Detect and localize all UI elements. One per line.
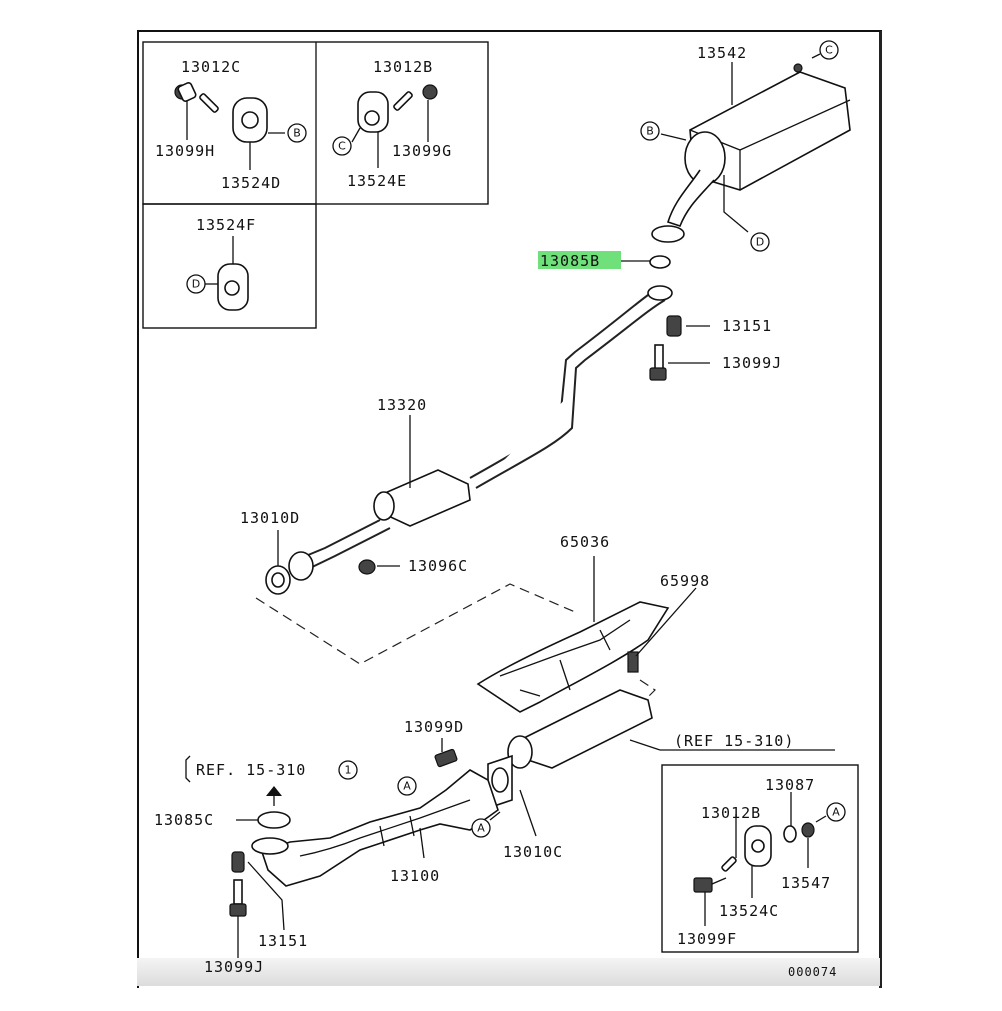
gasket-13085B <box>620 255 671 269</box>
ref-right: (REF 15-310) <box>674 732 794 750</box>
callout-A-box: A <box>826 802 846 822</box>
spring-bolt-13151-13099J-top <box>649 315 710 381</box>
label-13524E: 13524E <box>347 172 407 190</box>
label-13099J-bottom: 13099J <box>204 958 264 976</box>
svg-text:A: A <box>403 780 411 793</box>
ref-left-box: 1 <box>185 755 358 806</box>
label-13151-bottom: 13151 <box>258 932 308 950</box>
ref-left: REF. 15-310 <box>196 761 306 779</box>
callout-A-front-pipe-top: A <box>397 776 417 796</box>
label-13099G: 13099G <box>392 142 452 160</box>
label-13099H: 13099H <box>155 142 215 160</box>
label-13320: 13320 <box>377 396 427 414</box>
label-13087: 13087 <box>765 776 815 794</box>
hanger-13524E-drawing <box>351 84 438 168</box>
callout-D-muffler: D <box>750 232 770 252</box>
label-13012B-box: 13012B <box>701 804 761 822</box>
label-13096C: 13096C <box>408 557 468 575</box>
bolt-13099D <box>434 738 458 768</box>
svg-text:B: B <box>646 125 654 138</box>
main-muffler-13542 <box>651 62 851 243</box>
hanger-13524C-drawing <box>693 792 827 926</box>
label-65036: 65036 <box>560 533 610 551</box>
callout-B-muffler: B <box>640 121 660 141</box>
label-13151-top: 13151 <box>722 317 772 335</box>
label-65998: 65998 <box>660 572 710 590</box>
clip-65998 <box>627 587 697 673</box>
svg-text:B: B <box>293 127 301 140</box>
label-13542: 13542 <box>697 44 747 62</box>
gasket-13010C <box>487 754 537 837</box>
callout-B-box1: B <box>287 123 307 143</box>
catalytic-converter <box>507 689 835 769</box>
gasket-13085C <box>236 811 291 829</box>
label-13010D: 13010D <box>240 509 300 527</box>
callout-A-front-pipe-bottom: A <box>471 811 501 838</box>
svg-text:C: C <box>825 44 833 57</box>
gasket-13010D-nut-13096C <box>265 530 400 595</box>
svg-text:D: D <box>756 236 764 249</box>
svg-text:C: C <box>338 140 346 153</box>
label-13012B-top: 13012B <box>373 58 433 76</box>
label-13099F: 13099F <box>677 930 737 948</box>
callout-C-muffler: C <box>811 40 839 60</box>
hanger-13524F-drawing <box>205 236 249 311</box>
label-13547: 13547 <box>781 874 831 892</box>
catalog-code: 000074 <box>788 965 837 979</box>
heat-shield-65036 <box>476 556 670 713</box>
label-13010C: 13010C <box>503 843 563 861</box>
hanger-13524D-drawing <box>174 81 285 170</box>
bottom-bar <box>137 958 880 986</box>
callout-D-box3: D <box>186 274 206 294</box>
label-13524C: 13524C <box>719 902 779 920</box>
label-13099J-top: 13099J <box>722 354 782 372</box>
label-13085C: 13085C <box>154 811 214 829</box>
label-13099D: 13099D <box>404 718 464 736</box>
center-pipe-13320 <box>288 285 673 581</box>
highlight-13085B <box>538 251 621 269</box>
label-13524D: 13524D <box>221 174 281 192</box>
label-13524F: 13524F <box>196 216 256 234</box>
spring-bolt-13151-13099J-bottom <box>229 851 285 958</box>
svg-text:D: D <box>192 278 200 291</box>
label-13012C: 13012C <box>181 58 241 76</box>
label-13085B: 13085B <box>540 252 600 270</box>
callout-C-box2: C <box>332 136 352 156</box>
front-pipe-13100 <box>251 769 499 887</box>
svg-text:A: A <box>477 822 485 835</box>
label-13100: 13100 <box>390 867 440 885</box>
svg-text:1: 1 <box>345 764 352 777</box>
svg-text:A: A <box>832 806 840 819</box>
inset-boxes-top-left <box>142 41 489 329</box>
inset-box-bottom-right <box>661 764 859 953</box>
